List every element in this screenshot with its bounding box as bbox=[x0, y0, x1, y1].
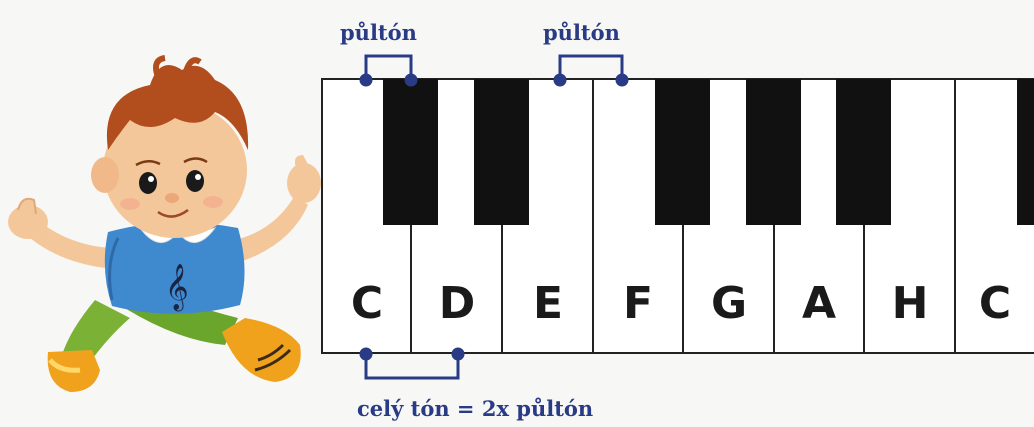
note-label-g: G bbox=[710, 278, 748, 329]
whole-tone-label: celý tón = 2x půltón bbox=[357, 396, 594, 421]
black-key bbox=[474, 79, 529, 225]
note-label-e: E bbox=[532, 278, 564, 329]
note-label-d: D bbox=[438, 278, 476, 329]
note-label-a: A bbox=[801, 278, 837, 329]
black-key bbox=[836, 79, 891, 225]
note-label-c-high: C bbox=[978, 278, 1012, 329]
note-label-c: C bbox=[350, 278, 384, 329]
black-key bbox=[1017, 79, 1034, 225]
black-key bbox=[746, 79, 801, 225]
note-label-f: F bbox=[622, 278, 654, 329]
whole-tone-bracket bbox=[359, 347, 465, 380]
piano-keyboard bbox=[321, 78, 1034, 354]
half-tone-bracket-left bbox=[359, 54, 418, 87]
note-label-h: H bbox=[891, 278, 929, 329]
half-tone-bracket-right bbox=[553, 54, 629, 87]
boy-mascot: 𝄞 bbox=[8, 55, 321, 392]
black-key bbox=[383, 79, 438, 225]
black-key bbox=[655, 79, 710, 225]
treble-clef-icon: 𝄞 bbox=[165, 264, 189, 312]
half-tone-label-left: půltón bbox=[340, 20, 417, 45]
half-tone-label-right: půltón bbox=[543, 20, 620, 45]
